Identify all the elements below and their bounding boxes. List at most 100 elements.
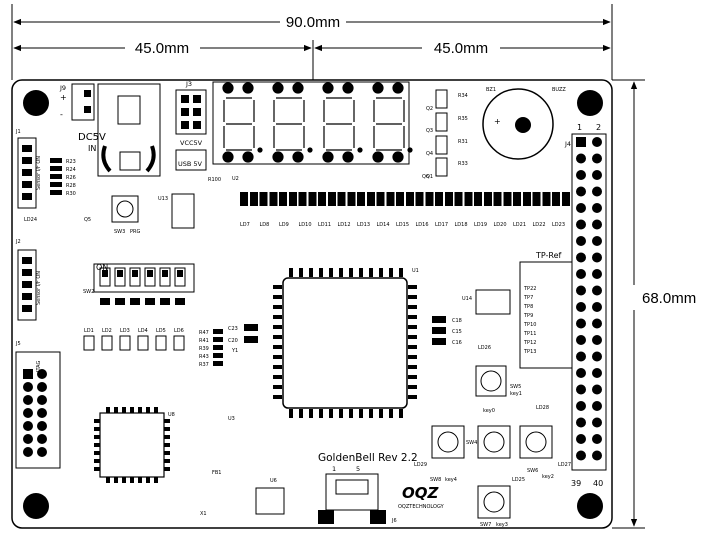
led-pad [406, 192, 414, 206]
svg-text:Q1: Q1 [426, 174, 433, 180]
resistor-label: R39 [199, 346, 209, 352]
led-pad [347, 192, 356, 206]
u8-pin [106, 477, 110, 483]
transistor-group: Q2 Q3 Q4 Q1 R34 R35 R31 R33 [426, 89, 468, 180]
ld-label: LD3 [120, 328, 130, 334]
sw3-button: SW3 PRG U13 [111, 193, 195, 235]
mcu-pin [273, 335, 282, 339]
dim-left-half: 45.0mm [135, 40, 189, 57]
header-pin [592, 384, 602, 395]
led-pad [318, 192, 326, 206]
svg-text:PRG: PRG [130, 229, 140, 235]
mcu-pin [349, 409, 353, 418]
dim-height: 68.0mm [642, 290, 696, 307]
resistor-pad [50, 174, 62, 179]
header-pin [592, 285, 602, 296]
ld-label: LD1 [84, 328, 94, 334]
dimension-right-height: 68.0mm [612, 79, 696, 529]
mcu-pin [273, 365, 282, 369]
board-name-version: GoldenBell Rev 2.2 [318, 452, 418, 464]
svg-text:SW3: SW3 [114, 229, 125, 235]
dip-pad [160, 298, 170, 305]
led-label: LD18 [455, 222, 468, 228]
header-pin [592, 450, 602, 461]
cap-label: C15 [452, 329, 462, 335]
svg-text:U1: U1 [412, 268, 419, 274]
svg-text:J1: J1 [15, 129, 21, 135]
ld-body [155, 335, 167, 351]
svg-text:R31: R31 [458, 139, 468, 145]
u8-pin [164, 459, 170, 463]
svg-text:TP-Ref: TP-Ref [535, 251, 562, 260]
resistor-label: R26 [66, 175, 76, 181]
resistor-label: R37 [199, 362, 209, 368]
mcu-pin [408, 285, 417, 289]
dip-pad [175, 298, 185, 305]
svg-text:U3: U3 [228, 416, 235, 422]
usb-connector-j6: 1 5 J6 [318, 465, 397, 524]
header-pin [576, 384, 586, 395]
resistor-pad [50, 190, 62, 195]
mcu-pin [339, 409, 343, 418]
led-label: LD12 [338, 222, 351, 228]
svg-text:R33: R33 [458, 161, 468, 167]
button-sw7: SW7 key3 [477, 485, 511, 528]
mcu-pin [273, 315, 282, 319]
segment-digit [272, 82, 313, 163]
u8-chip: U8 [94, 407, 175, 483]
jtag-connector: J5 JTAG [15, 341, 61, 469]
led-pad [454, 192, 463, 206]
svg-text:J3: J3 [185, 80, 192, 88]
button-sw4: SW4 [431, 425, 477, 459]
connector-pin [22, 281, 32, 288]
cap-label: C18 [452, 318, 462, 324]
mcu-pin [369, 409, 373, 418]
svg-text:39: 39 [571, 479, 581, 488]
header-pin [592, 252, 602, 263]
svg-text:J5: J5 [15, 341, 21, 347]
cap-label: C20 [228, 338, 238, 344]
resistor-pad [213, 329, 223, 334]
connector-pin [22, 293, 32, 300]
ld-body [137, 335, 149, 351]
svg-text:X1: X1 [200, 511, 207, 517]
power-jack: J9 + - DC5V IN [59, 83, 161, 177]
header-pin [592, 203, 602, 213]
svg-text:FB1: FB1 [212, 470, 222, 476]
u8-pin [94, 459, 100, 463]
svg-text:key1: key1 [510, 391, 522, 397]
mcu-pin [309, 409, 313, 418]
cap-pad [432, 316, 446, 323]
header-pin [592, 170, 602, 180]
jtag-pin [23, 408, 33, 418]
mount-hole-tr [577, 90, 603, 116]
resistor-pad [213, 337, 223, 342]
ld-label: LD2 [102, 328, 112, 334]
svg-text:key0: key0 [483, 408, 495, 414]
led-pad [386, 192, 395, 206]
mcu-pin [289, 268, 293, 277]
resistor-label: R41 [199, 338, 209, 344]
segment-digit [372, 82, 413, 163]
mcu-pin [273, 375, 282, 379]
led-pad [367, 192, 375, 206]
led-pad [250, 192, 258, 206]
svg-text:SW4: SW4 [466, 440, 477, 446]
dip-lever [129, 267, 141, 287]
header-pin [576, 137, 586, 147]
mcu-pin [408, 365, 417, 369]
dip-lever [174, 267, 186, 287]
ld-label: LD6 [174, 328, 184, 334]
connector-pin [22, 257, 32, 264]
svg-text:OQZTECHNOLOGY: OQZTECHNOLOGY [398, 504, 445, 510]
mcu-pin [359, 409, 363, 418]
mcu-pin [289, 409, 293, 418]
dimension-top-total: 90.0mm [11, 4, 613, 80]
svg-text:BUZZ: BUZZ [552, 87, 566, 93]
led-label: LD16 [416, 222, 429, 228]
svg-text:LD24: LD24 [24, 217, 37, 223]
header-pin [592, 434, 602, 444]
